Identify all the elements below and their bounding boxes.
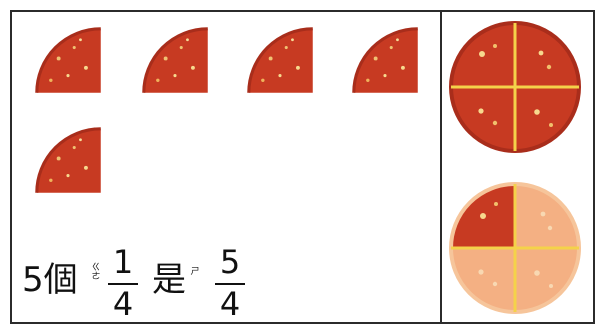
fraction-equation: 5個 ㄍㄜ 1 4 是 ㄕ 5 4: [22, 244, 312, 324]
panel-divider: [440, 12, 442, 322]
is-ruby-text: ㄕ: [190, 267, 200, 277]
pizza-slice-icon: [35, 127, 101, 193]
result-fraction-denominator: 4: [219, 285, 241, 323]
pizza-slice-icon: [247, 27, 313, 93]
pizza-slice-3: [241, 21, 319, 99]
whole-pizza: [447, 19, 583, 155]
pizza-slice-icon: [35, 27, 101, 93]
unit-fraction-denominator: 4: [112, 285, 134, 323]
pizza-slice-5: [29, 121, 107, 199]
partial-pizza: [447, 180, 583, 316]
pizza-slice-icon: [142, 27, 208, 93]
result-fraction-numerator: 5: [219, 243, 241, 281]
pizza-slice-2: [136, 21, 214, 99]
is-text: 是: [152, 260, 186, 300]
pizza-slice-icon: [352, 27, 418, 93]
pizza-slice-1: [29, 21, 107, 99]
unit-fraction-bar: [108, 283, 138, 285]
whole-pizza-icon: [449, 21, 581, 153]
unit-fraction: 1 4: [106, 244, 140, 322]
result-fraction-bar: [215, 283, 245, 285]
count-ruby: ㄍㄜ: [91, 263, 101, 283]
count-text: 5個: [22, 260, 78, 300]
fraction-card: 5個 ㄍㄜ 1 4 是 ㄕ 5 4: [10, 10, 595, 324]
unit-fraction-numerator: 1: [112, 243, 134, 281]
is-ruby: ㄕ: [190, 267, 200, 277]
partial-pizza-icon: [449, 182, 581, 314]
result-fraction: 5 4: [213, 244, 247, 322]
pizza-slice-4: [346, 21, 424, 99]
count-ruby-text: ㄍㄜ: [91, 263, 101, 283]
